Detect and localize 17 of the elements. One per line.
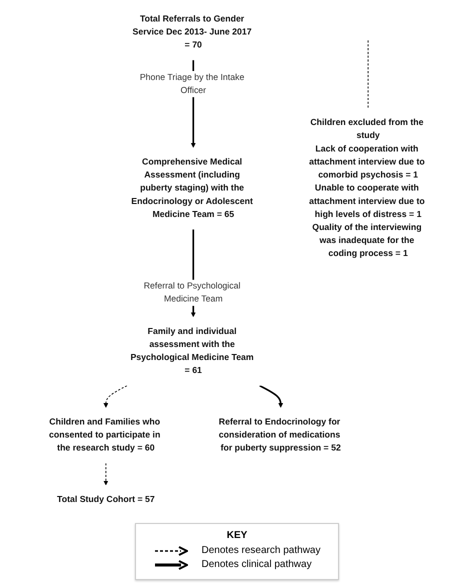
legend-text: Denotes research pathway [202,545,320,556]
arrow [103,462,108,486]
arrow [103,385,128,408]
edge-label: Referral to Psychological Medicine Team [144,281,240,304]
flowchart: Total Referrals to Gender Service Dec 2013- June 2017 = 70 Phone Triage by the Intake Officer Children excluded from the study Lack of cooperation with attachment interview due to comorbid psychosis = 1 Unable to cooperate with attachment interview due to high levels of distress = 1 Quality of the interviewing was inadequate for the coding process = 1 Comprehensive Medical Assessment (including puberty staging) with the Endocrinology or Adolescent Medicine Team = 65 Referral to Psychological Medicine Team Family and individual assessment with the Psychological Medicine Team = 61 Children and Families who consented to participate in the research study = 60 Referral to Endocrinology for consideration of medications for puberty suppression = 52 Total Study Cohort = 57 [2,0,472,519]
node-text: Referral to Endocrinology for consideration of medications for puberty suppression = 52 [218,417,341,453]
node-text: Total Study Cohort = 57 [57,494,155,504]
arrow [259,384,284,408]
key-heading: KEY [226,530,248,541]
connector [368,40,369,109]
node-text: Children excluded from the study Lack of cooperation with attachment interview due to comorbid psychosis = 1 Unable to cooperate with attachment interview due to high levels of distress = 1 Quality of the interviewing was inadequate for the coding process = 1 [309,118,425,258]
node-text: Comprehensive Medical Assessment (including puberty staging) with the Endocrinology or Adolescent Medicine Team = 65 [131,157,253,220]
node-text: Children and Families who consented to participate in the research study = 60 [49,417,160,453]
node-text: Family and individual assessment with the Psychological Medicine Team = 61 [130,326,254,376]
node-text: Total Referrals to Gender Service Dec 2013- June 2017 = 70 [132,14,252,50]
legend-text: Denotes clinical pathway [202,559,312,570]
edge-label: Phone Triage by the Intake Officer [140,72,244,96]
